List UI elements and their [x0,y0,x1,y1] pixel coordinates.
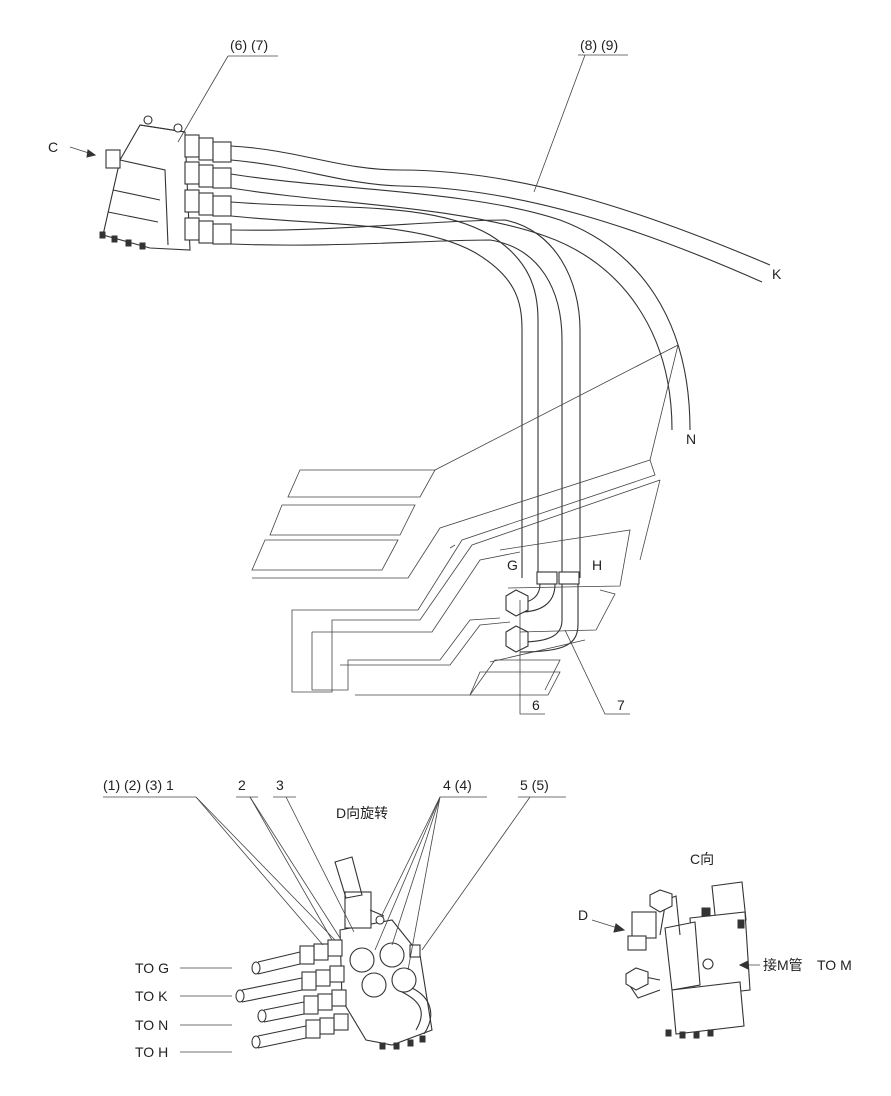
part-1-2-3-1-label: (1) (2) (3) 1 [103,777,174,793]
hose-to-h [230,219,581,578]
detail-to-lines [180,967,232,1053]
to-g-label: TO G [135,960,169,976]
detail-manifold-body [334,856,433,1050]
arrow-d-label: D [578,907,588,923]
detail-leaders [103,796,566,971]
part-7-label: 7 [617,697,625,713]
manifold-block [99,115,191,251]
top-assembly: (6) (7) (8) (9) C K N G H 6 7 [48,37,782,715]
part-6-7-label: (6) (7) [230,37,268,53]
hose-to-k [230,145,771,283]
detail-hose-stubs [235,951,307,1049]
view-c-arrows [591,919,760,970]
part-5-5-label: 5 (5) [520,777,549,793]
to-n-label: TO N [135,1017,168,1033]
detail-fittings [299,939,349,1039]
pipe-elbows [505,571,580,653]
end-h-label: H [592,557,602,573]
to-h-label: TO H [135,1044,168,1060]
hose-fittings [184,134,232,245]
to-m-label: TO M [817,957,852,973]
view-c-title: C向 [690,851,714,867]
part-3-label: 3 [276,777,284,793]
end-n-label: N [686,431,696,447]
end-g-label: G [507,557,518,573]
to-k-label: TO K [135,988,168,1004]
part-8-9-label: (8) (9) [580,37,618,53]
part-2-label: 2 [238,777,246,793]
view-c-arrow-label: C [48,139,58,155]
hose-to-g [230,201,539,578]
connect-m-label: 接M管 [763,957,803,973]
hose-to-n [230,173,691,431]
detail-d-view: (1) (2) (3) 1 2 3 D向旋转 4 (4) 5 (5) TO G … [103,777,566,1060]
part-4-4-label: 4 (4) [443,777,472,793]
part-6-label: 6 [532,697,540,713]
view-c: C向 D 接M管 TO M [578,851,852,1039]
top-leaders [69,54,630,715]
end-k-label: K [772,266,782,282]
equipment-frame [251,344,679,696]
view-c-body [625,881,751,1039]
rotation-note: D向旋转 [336,805,388,821]
